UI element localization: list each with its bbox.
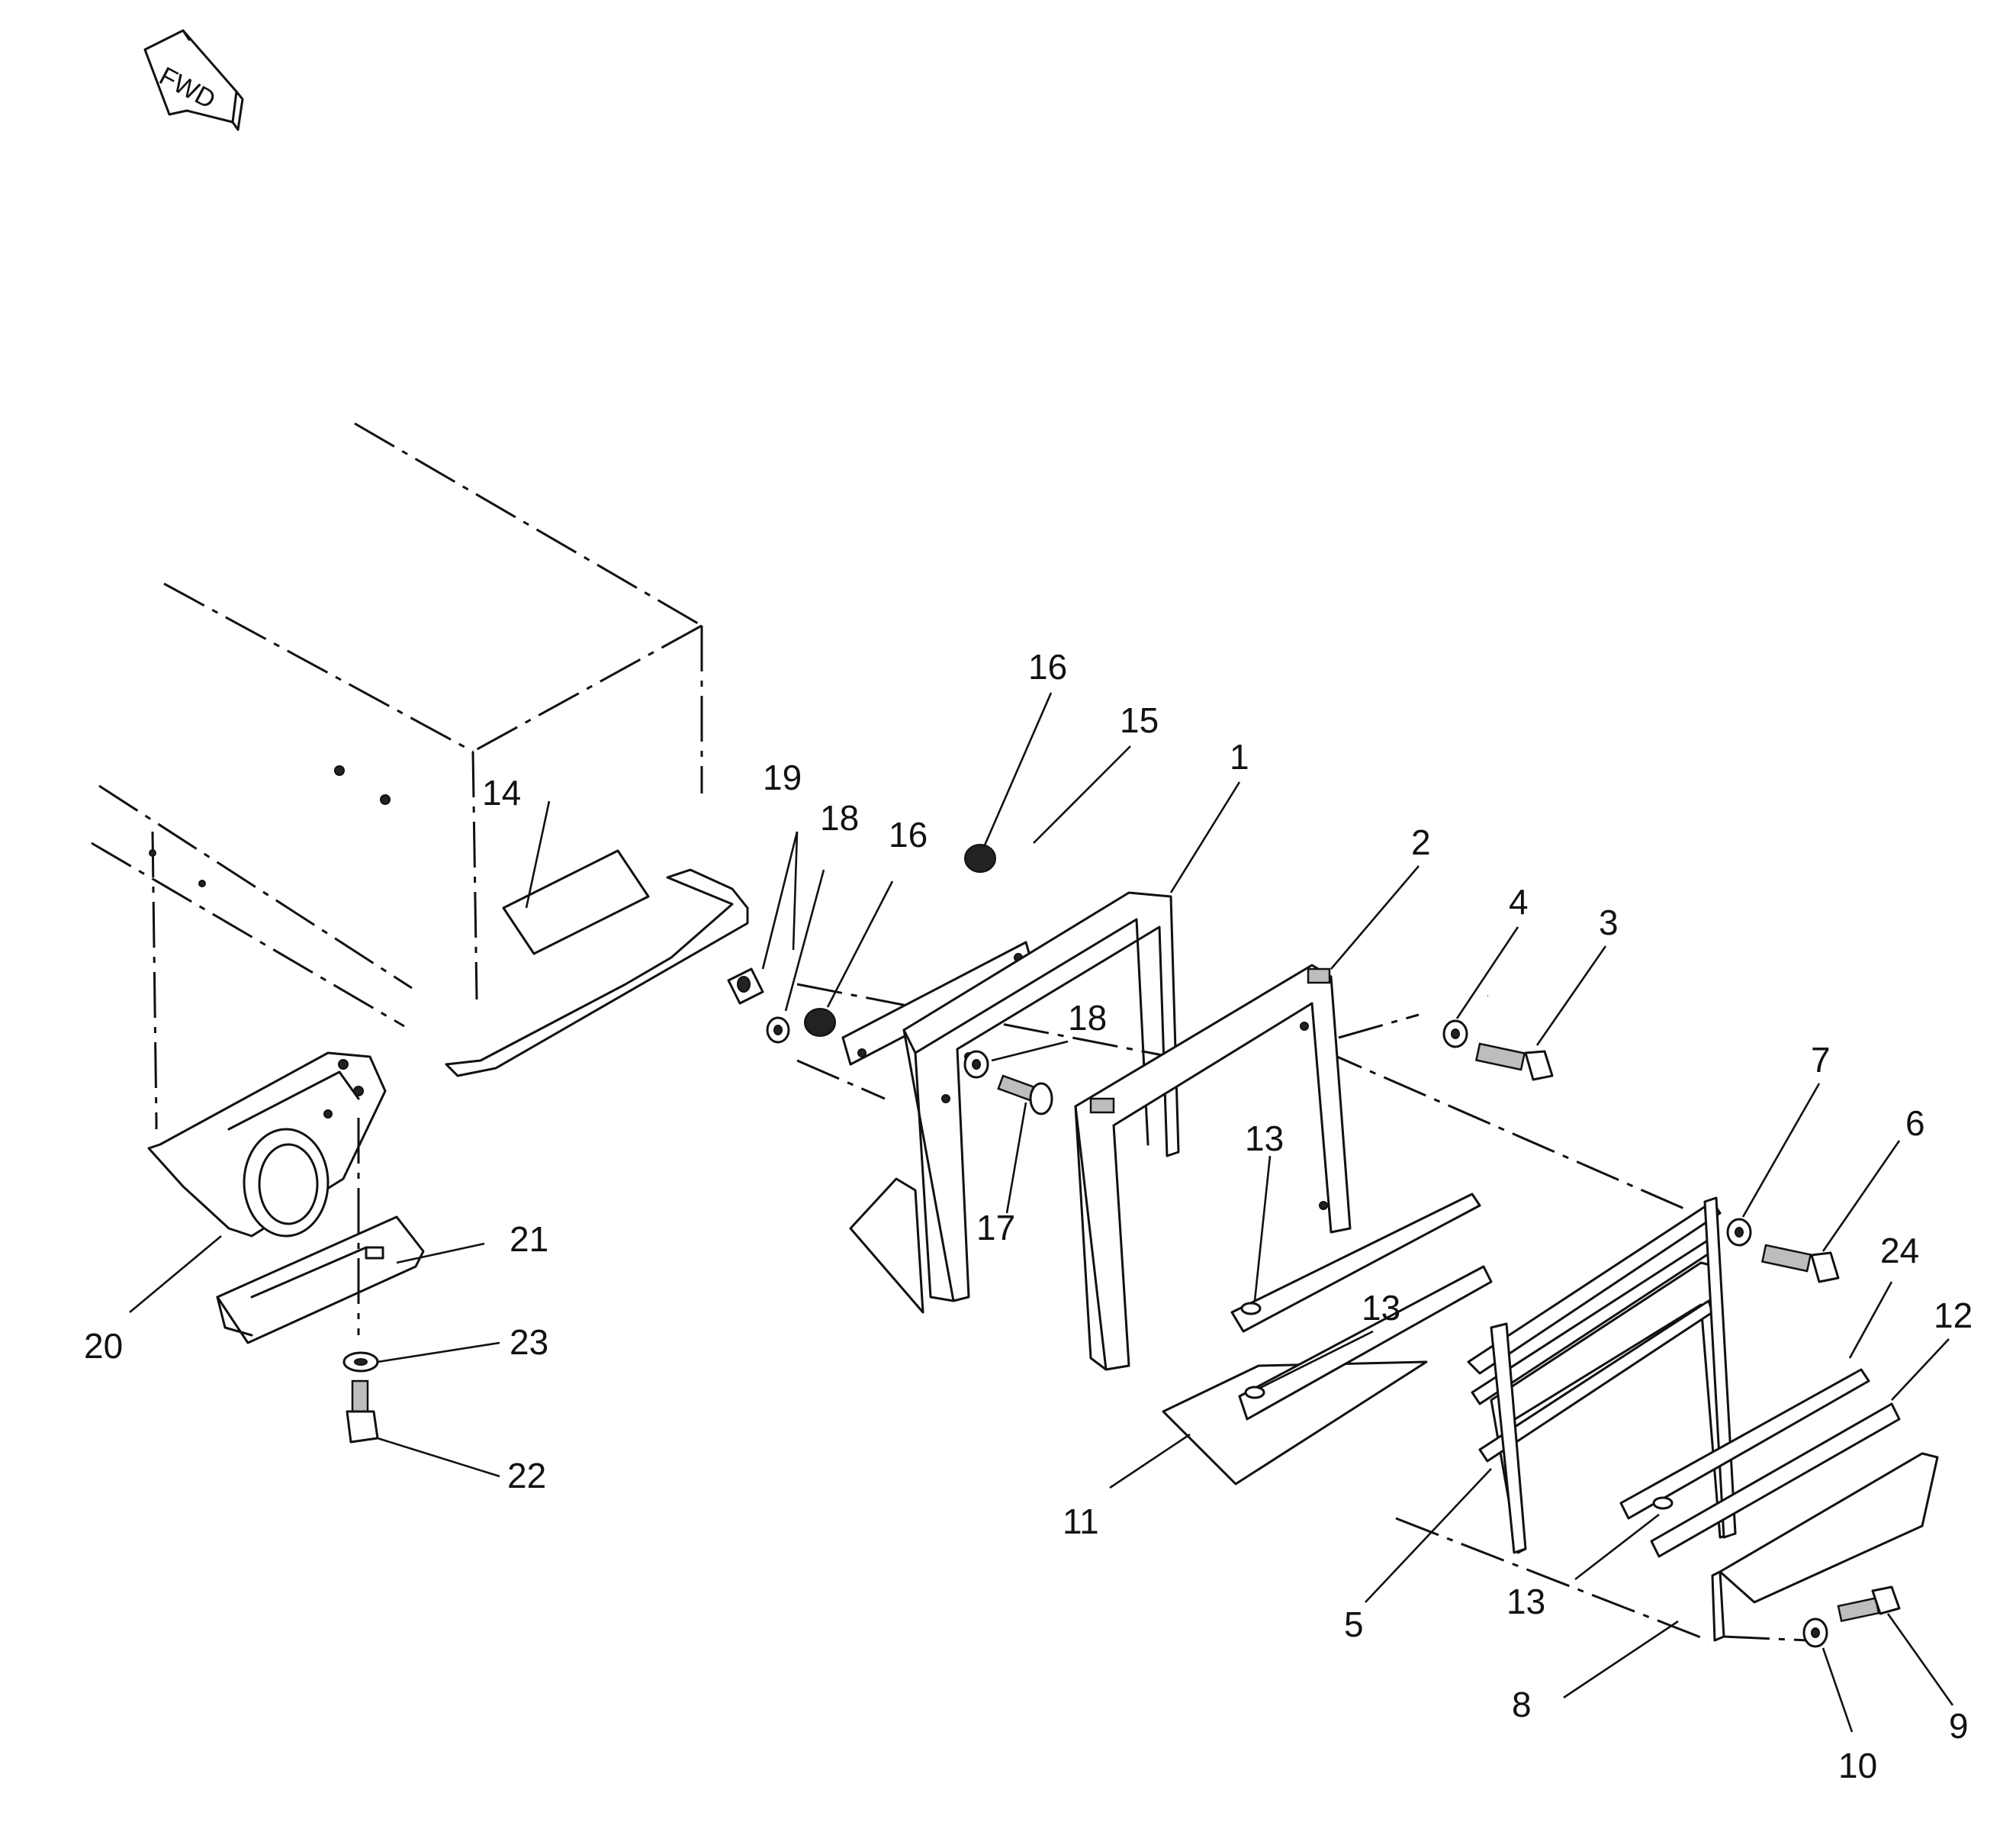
callout-11: 11	[1063, 1502, 1099, 1541]
washer-and-bolt-9	[1802, 1585, 1901, 1648]
callout-9: 9	[1949, 1706, 1969, 1746]
bottom-plate-right	[1619, 1368, 1939, 1642]
callout-14: 14	[482, 773, 521, 813]
callout-10: 10	[1838, 1746, 1877, 1785]
callout-23: 23	[510, 1322, 548, 1362]
washer-and-bolt-6	[1726, 1218, 1840, 1283]
washer-and-bolt-3	[1442, 1019, 1554, 1081]
callout-22: 22	[507, 1456, 546, 1495]
callout-2: 2	[1411, 822, 1431, 862]
callout-18-top: 18	[820, 798, 859, 838]
callout-16-top: 16	[1028, 647, 1067, 687]
washer-and-bolt-17	[963, 1050, 1053, 1115]
mounting-plate	[445, 849, 749, 1077]
callout-13-bottom: 13	[1506, 1582, 1545, 1621]
bottom-plate-left	[1162, 1193, 1493, 1486]
callout-6: 6	[1905, 1103, 1925, 1143]
callout-12: 12	[1934, 1296, 1973, 1335]
callout-13-top: 13	[1245, 1119, 1284, 1158]
callout-19: 19	[763, 758, 802, 797]
outer-frame	[849, 891, 1180, 1314]
housing-bracket	[147, 1051, 387, 1238]
shim-plate	[216, 1118, 425, 1344]
bushing-stack	[727, 844, 1035, 1100]
callout-17: 17	[976, 1208, 1015, 1247]
callout-24: 24	[1880, 1231, 1919, 1270]
callout-3: 3	[1599, 903, 1619, 942]
callout-18-mid: 18	[1068, 998, 1107, 1038]
callout-7: 7	[1811, 1040, 1831, 1080]
washer-and-bolt-lower-left	[342, 1351, 379, 1444]
leader-lines	[129, 692, 1954, 1733]
fwd-arrow-icon: FWD	[143, 29, 244, 131]
inner-frame	[1074, 964, 1352, 1371]
callout-8: 8	[1512, 1685, 1532, 1724]
callout-21: 21	[510, 1219, 548, 1259]
callout-labels: 16 15 1 2 4 3 7 6 24 12 19 18 16 14 18 1…	[84, 647, 1973, 1785]
callout-4: 4	[1509, 882, 1529, 922]
callout-16-mid: 16	[889, 815, 928, 855]
callout-15: 15	[1120, 700, 1159, 740]
callout-5: 5	[1344, 1605, 1364, 1644]
callout-20: 20	[84, 1326, 123, 1366]
rear-frame	[1467, 1196, 1737, 1554]
callout-13-mid: 13	[1362, 1288, 1400, 1328]
callout-1: 1	[1230, 737, 1249, 777]
